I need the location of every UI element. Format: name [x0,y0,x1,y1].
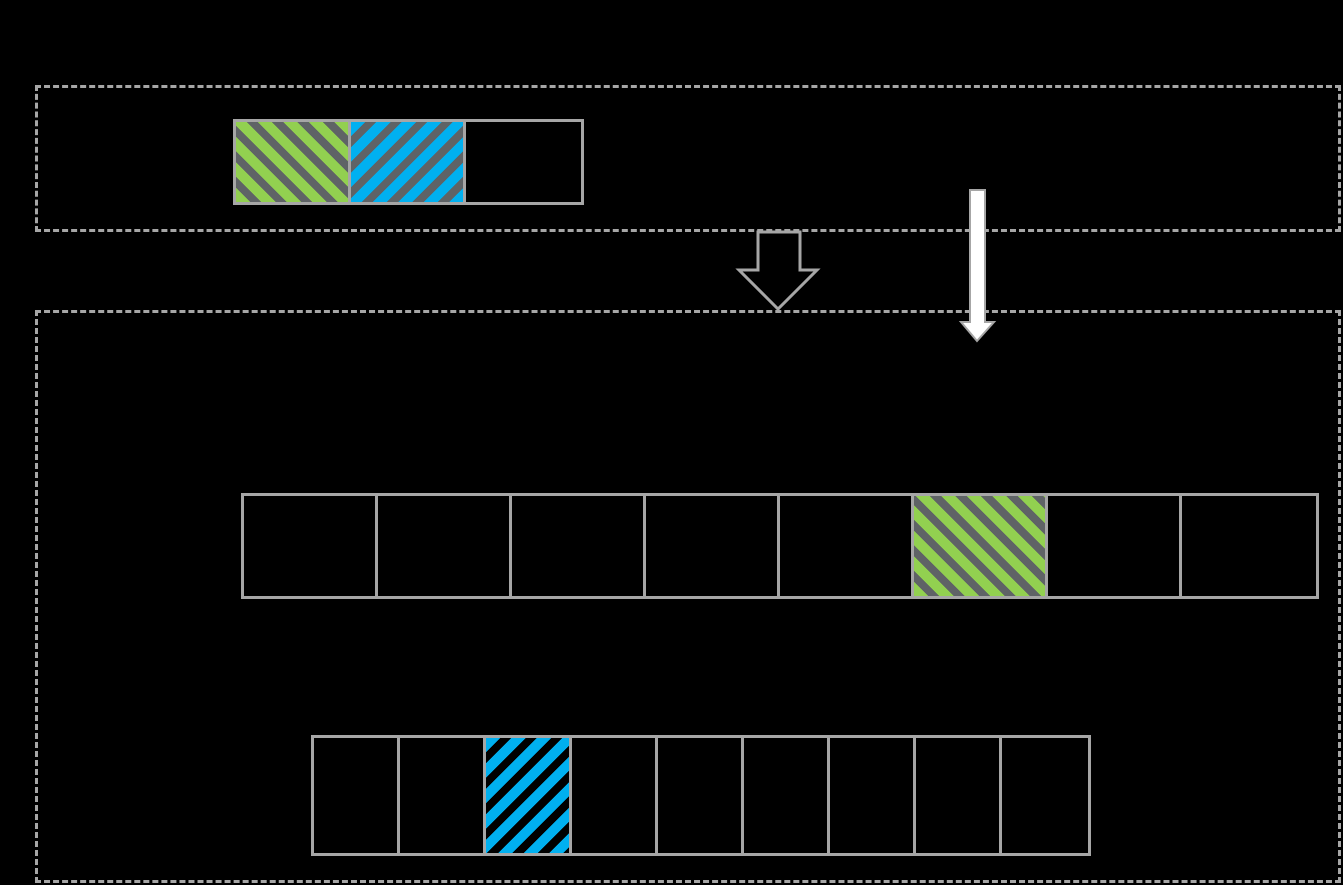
cell-8 [1002,738,1088,853]
cell-3 [572,738,658,853]
down-arrow-solid-icon [958,189,997,343]
cell-2 [466,122,581,202]
cell-7 [916,738,1002,853]
cell-4 [658,738,744,853]
cell-2 [486,738,572,853]
destination-row-b [311,735,1091,856]
cell-6 [1048,496,1182,596]
source-group-box [35,85,1341,232]
cell-1 [351,122,466,202]
down-arrow-outline-icon [735,230,821,312]
cell-5 [914,496,1048,596]
down-arrow-outline-polygon [735,230,821,312]
cell-0 [314,738,400,853]
cell-2 [512,496,646,596]
source-cell-row [233,119,584,205]
cell-1 [400,738,486,853]
down-arrow-solid-polygon [958,189,997,343]
cell-7 [1182,496,1316,596]
cell-5 [744,738,830,853]
cell-4 [780,496,914,596]
destination-row-a [241,493,1319,599]
cell-0 [244,496,378,596]
cell-0 [236,122,351,202]
destination-group-box [35,310,1341,883]
cell-1 [378,496,512,596]
cell-6 [830,738,916,853]
cell-3 [646,496,780,596]
